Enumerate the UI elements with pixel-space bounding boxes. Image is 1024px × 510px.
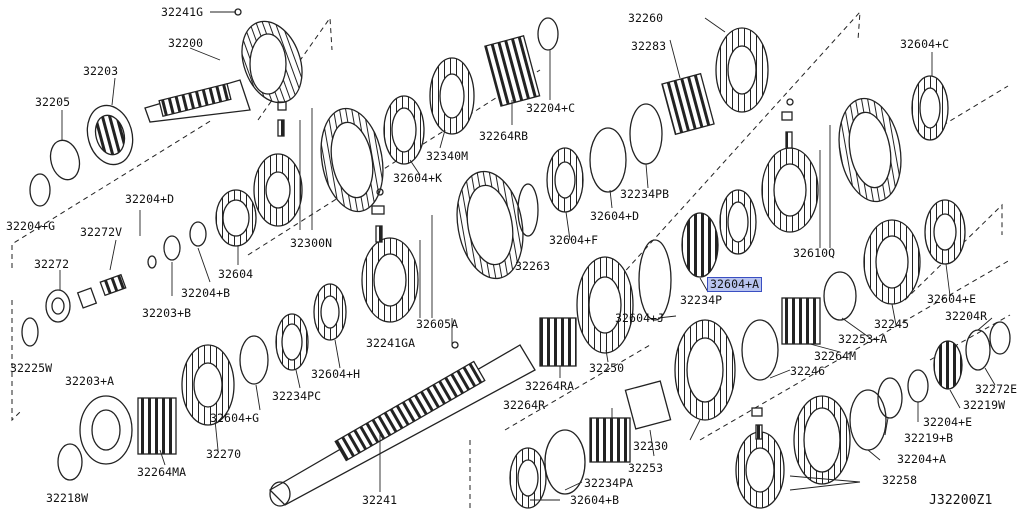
part-label[interactable]: 32241GA (366, 336, 416, 350)
part-label[interactable]: 32204+C (526, 101, 576, 115)
part-label[interactable]: 32604+G (210, 411, 260, 425)
part-label[interactable]: 32234P (680, 293, 723, 307)
part-label[interactable]: 32204+B (181, 286, 231, 300)
part-label[interactable]: 32604+C (900, 37, 950, 51)
part-label[interactable]: 32264R (503, 398, 546, 412)
part-label[interactable]: 32218W (46, 491, 89, 505)
part-label[interactable]: 32241G (161, 5, 204, 19)
part-label[interactable]: 32604+B (570, 493, 620, 507)
part-label[interactable]: 32204R (945, 309, 988, 323)
part-label[interactable]: 32272 (34, 257, 70, 271)
part-label[interactable]: 32263 (515, 259, 551, 273)
part-label[interactable]: 32253 (628, 461, 664, 475)
part-label[interactable]: 32604+D (590, 209, 640, 223)
part-label[interactable]: 32258 (882, 473, 918, 487)
part-label[interactable]: 32300N (290, 236, 333, 250)
part-label[interactable]: 32204+E (923, 415, 973, 429)
part-label[interactable]: 32610Q (793, 246, 836, 260)
part-label[interactable]: 32340M (426, 149, 469, 163)
part-label[interactable]: 32204+D (125, 192, 175, 206)
part-label[interactable]: 32604+F (549, 233, 599, 247)
part-label[interactable]: 32250 (589, 361, 625, 375)
part-label[interactable]: 32234PC (272, 389, 322, 403)
part-label[interactable]: 32605A (416, 317, 459, 331)
part-label[interactable]: 32264RB (479, 129, 529, 143)
part-label[interactable]: 32264RA (525, 379, 575, 393)
part-label[interactable]: 32604 (218, 267, 254, 281)
part-label[interactable]: 32253+A (838, 332, 888, 346)
part-label[interactable]: 32203+A (65, 374, 115, 388)
part-label[interactable]: 32604+H (311, 367, 361, 381)
part-label[interactable]: 32264M (814, 349, 857, 363)
part-label[interactable]: 32246 (790, 364, 826, 378)
part-label[interactable]: 32230 (633, 439, 669, 453)
part-label[interactable]: 32272V (80, 225, 123, 239)
part-label[interactable]: 32204+G (6, 219, 56, 233)
part-label[interactable]: 32604+E (927, 292, 977, 306)
part-label[interactable]: 32203 (83, 64, 119, 78)
part-label[interactable]: 32200 (168, 36, 204, 50)
part-label[interactable]: 32203+B (142, 306, 192, 320)
part-label[interactable]: 32219W (963, 398, 1006, 412)
input-shaft (144, 8, 303, 123)
part-label[interactable]: 32205 (35, 95, 71, 109)
part-label[interactable]: 32204+A (897, 452, 947, 466)
part-label[interactable]: 32234PB (620, 187, 670, 201)
part-label[interactable]: 32219+B (904, 431, 954, 445)
part-label[interactable]: 32283 (631, 39, 667, 53)
part-label[interactable]: 32604+J (615, 311, 665, 325)
part-label[interactable]: 32241 (362, 493, 398, 507)
part-label[interactable]: 32225W (10, 361, 53, 375)
part-label[interactable]: 32264MA (137, 465, 187, 479)
diagram-code: J32200Z1 (929, 493, 993, 508)
part-label[interactable]: 32270 (206, 447, 242, 461)
part-label-highlighted[interactable]: 32604+A (706, 277, 763, 292)
part-label[interactable]: 32234PA (584, 476, 634, 490)
part-label[interactable]: 32604+K (393, 171, 443, 185)
part-label[interactable]: 32260 (628, 11, 664, 25)
part-label[interactable]: 32272E (975, 382, 1018, 396)
part-label[interactable]: 32245 (874, 317, 910, 331)
main-shaft (268, 341, 536, 507)
